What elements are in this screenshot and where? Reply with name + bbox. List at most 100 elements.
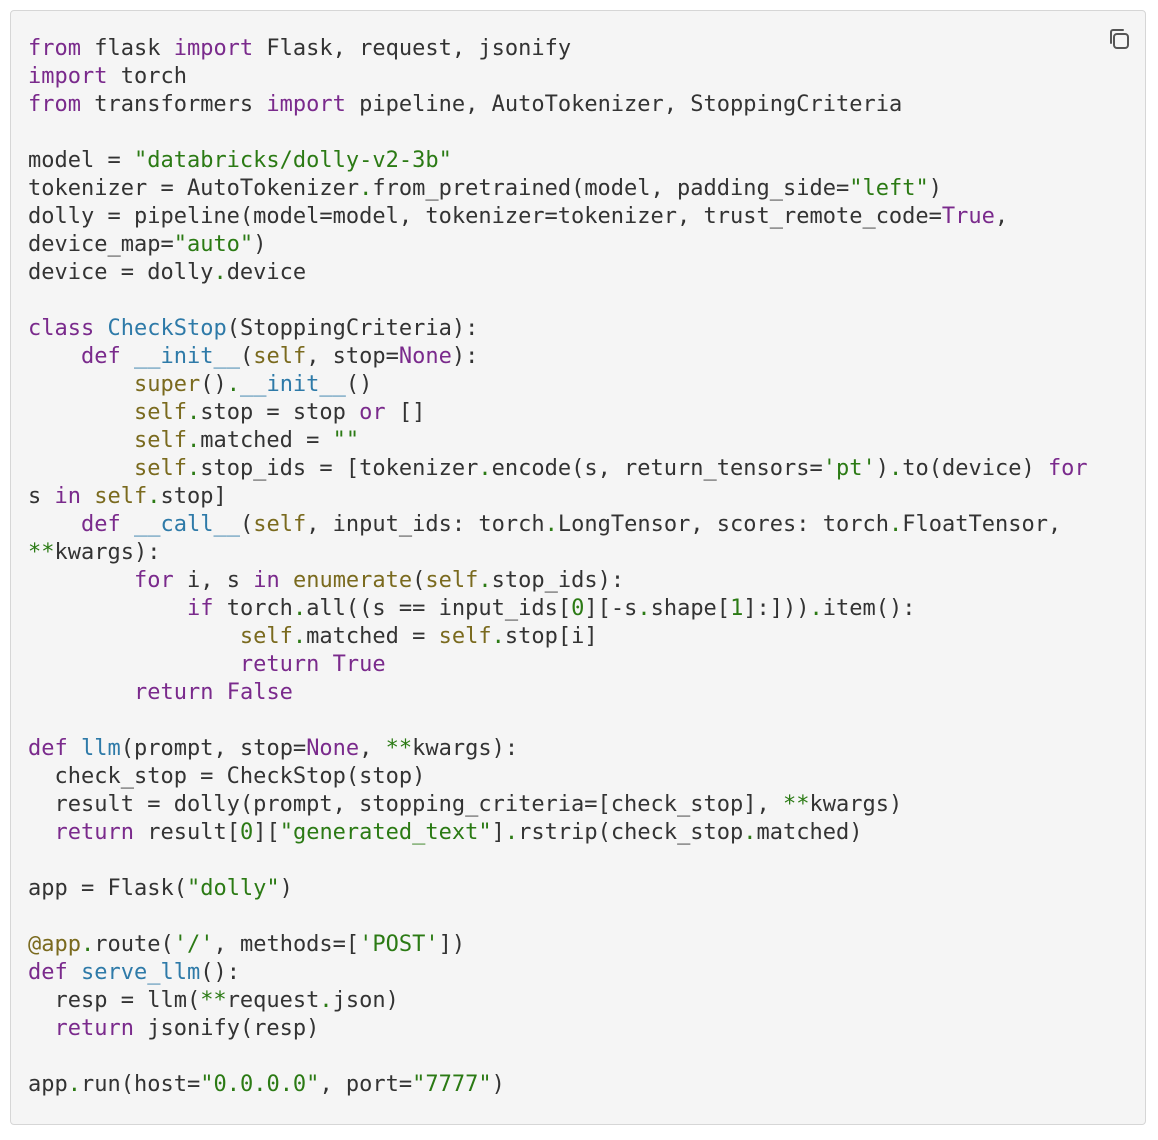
code-token: import [173, 36, 254, 61]
code-token: matched) [756, 820, 863, 845]
code-line: import torch [28, 63, 1088, 91]
code-token: transformers [80, 92, 267, 117]
code-token: . [147, 484, 161, 509]
code-line: self.matched = self.stop[i] [28, 623, 1088, 651]
code-token: item(): [822, 596, 916, 621]
code-token: ): [451, 344, 479, 369]
code-line: dolly = pipeline(model=model, tokenizer=… [28, 203, 1088, 231]
code-token: ) [875, 456, 889, 481]
code-token: . [544, 512, 558, 537]
code-token [213, 680, 226, 705]
code-token: return [54, 820, 134, 845]
code-token: self [133, 456, 187, 481]
code-token: "generated_text" [279, 820, 492, 845]
code-token [28, 428, 134, 453]
code-token: self [239, 624, 293, 649]
code-token: def [80, 344, 121, 369]
code-token: stop = stop [200, 400, 360, 425]
code-token: ** [200, 988, 227, 1013]
code-token: from [28, 92, 81, 117]
code-token: "dolly" [186, 876, 280, 901]
code-token [68, 736, 81, 761]
code-token: 'POST' [359, 932, 439, 957]
code-token [28, 820, 55, 845]
code-line: ​ [28, 847, 1088, 875]
code-token: self [94, 484, 148, 509]
code-token: '/' [173, 932, 214, 957]
code-token: . [478, 568, 492, 593]
code-line: super().__init__() [28, 371, 1088, 399]
code-line: ​ [28, 287, 1088, 315]
code-token: jsonify(resp) [133, 1016, 320, 1041]
code-token: . [213, 260, 227, 285]
code-token: in [253, 568, 280, 593]
code-line: def llm(prompt, stop=None, **kwargs): [28, 735, 1088, 763]
code-token: . [743, 820, 757, 845]
code-token: self [253, 512, 307, 537]
code-token [319, 652, 332, 677]
code-token: __call__ [133, 512, 240, 537]
code-token: , input_ids: torch [306, 512, 545, 537]
code-token [28, 344, 81, 369]
code-token: run(host= [81, 1072, 201, 1097]
code-token: matched = [200, 428, 333, 453]
code-token: , stop= [306, 344, 399, 369]
code-token: True [332, 652, 386, 677]
code-token: "databricks/dolly-v2-3b" [133, 148, 452, 173]
code-token: kwargs): [54, 540, 161, 565]
code-token: app = Flask( [28, 876, 187, 901]
code-token: . [809, 596, 823, 621]
code-token: ** [385, 736, 413, 761]
code-token: return [133, 680, 214, 705]
code-token: "" [332, 428, 360, 453]
code-token: ) [253, 232, 267, 257]
code-token [28, 400, 134, 425]
code-token [28, 372, 134, 397]
code-token: ][ [253, 820, 280, 845]
code-token: , methods=[ [213, 932, 360, 957]
code-token: True [941, 204, 995, 229]
copy-icon [1110, 29, 1129, 49]
code-token: import [28, 64, 108, 89]
code-token: 0 [239, 820, 254, 845]
code-line: return True [28, 651, 1088, 679]
code-token [94, 316, 107, 341]
code-text: from flask import Flask, request, jsonif… [28, 35, 1088, 1099]
code-token: or [359, 400, 386, 425]
code-token: stop_ids): [491, 568, 625, 593]
code-token: for [133, 568, 174, 593]
code-token: from [28, 36, 81, 61]
code-line: model = "databricks/dolly-v2-3b" [28, 147, 1088, 175]
code-token: result = dolly(prompt, stopping_criteria… [28, 792, 783, 817]
code-token: None [398, 344, 452, 369]
code-token [121, 512, 134, 537]
code-token [28, 624, 240, 649]
code-line: return jsonify(resp) [28, 1015, 1088, 1043]
code-token: stop_ids = [tokenizer [200, 456, 479, 481]
code-token: . [319, 988, 333, 1013]
code-line: self.matched = "" [28, 427, 1088, 455]
code-token: route( [94, 932, 174, 957]
code-token: request [226, 988, 320, 1013]
code-token: , [994, 204, 1009, 229]
code-token: check_stop = CheckStop(stop) [28, 764, 426, 789]
code-token: "7777" [412, 1072, 492, 1097]
code-token: ** [782, 792, 810, 817]
code-line: ​ [28, 903, 1088, 931]
code-token: if [186, 596, 214, 621]
copy-button[interactable] [1105, 25, 1133, 53]
code-token: device_map= [28, 232, 174, 257]
code-token: def [28, 736, 68, 761]
code-token: shape[ [650, 596, 731, 621]
code-token: "0.0.0.0" [200, 1072, 320, 1097]
code-token: dolly = pipeline(model=model, tokenizer=… [28, 204, 942, 229]
code-token: i, s [173, 568, 254, 593]
code-line: s in self.stop] [28, 483, 1088, 511]
code-token: (prompt, stop= [120, 736, 307, 761]
code-token: , port= [319, 1072, 413, 1097]
code-block: from flask import Flask, request, jsonif… [10, 10, 1146, 1125]
code-token: json) [332, 988, 399, 1013]
code-token: . [889, 512, 903, 537]
code-token: import [266, 92, 346, 117]
code-token: ) [928, 176, 942, 201]
